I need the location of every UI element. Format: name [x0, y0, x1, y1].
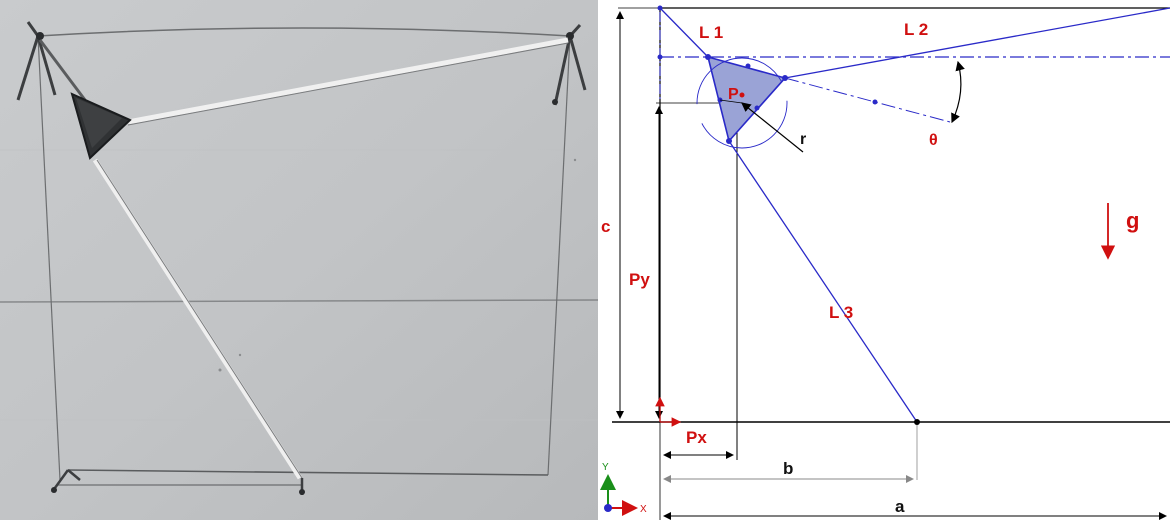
- axis-label-y: Y: [602, 462, 609, 473]
- label-l2: L 2: [904, 20, 928, 39]
- inscribed-circle: [696, 57, 788, 149]
- radius-r-line: [741, 102, 804, 153]
- label-b: b: [783, 459, 793, 478]
- label-p: P: [728, 86, 739, 103]
- cable-l2: [784, 7, 1170, 79]
- theta-arc: [951, 60, 965, 124]
- point-p: [739, 92, 745, 98]
- axis-label-x: X: [640, 504, 647, 515]
- label-c: c: [601, 217, 610, 236]
- cable-l3: [728, 140, 918, 423]
- label-l1: L 1: [699, 23, 723, 42]
- label-px: Px: [686, 428, 707, 447]
- orientation-line: [784, 77, 951, 123]
- label-l3: L 3: [829, 303, 853, 322]
- label-a: a: [895, 497, 905, 516]
- label-g: g: [1126, 208, 1139, 233]
- axis-triad: Y X: [600, 462, 647, 516]
- label-r: r: [800, 131, 806, 148]
- label-theta: θ: [929, 132, 938, 149]
- schematic-panel: c Py Px b a: [600, 5, 1170, 520]
- label-py: Py: [629, 270, 650, 289]
- cable-l1: [659, 7, 709, 58]
- photo-panel: [0, 0, 599, 520]
